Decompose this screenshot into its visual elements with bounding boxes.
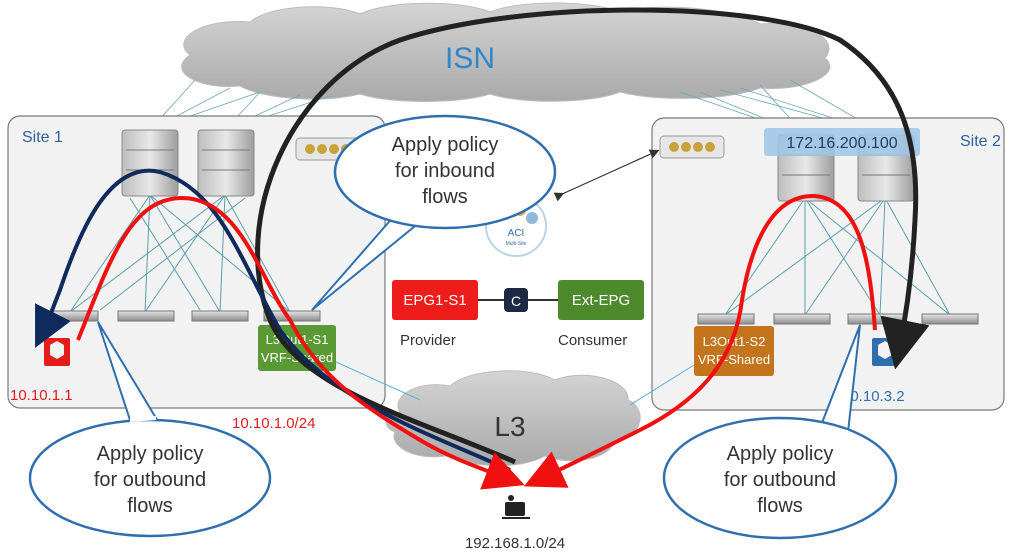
callout-inbound-line1: Apply policy (392, 134, 499, 156)
l3out2-link (629, 364, 695, 406)
callout-outbound-right-line2: for outbound (724, 469, 836, 491)
callout-outbound-left-line3: flows (127, 495, 173, 517)
callout-outbound-right: Apply policy for outbound flows (662, 324, 898, 540)
callout-outbound-left-line1: Apply policy (97, 443, 204, 465)
flow-black-inbound-site2 (255, 7, 930, 465)
consumer-label: Consumer (558, 332, 627, 349)
epg1-s1-box (392, 280, 478, 320)
flow-red-outbound-site1 (76, 195, 525, 490)
site1-spine-switch (197, 129, 255, 197)
callout-inbound-line3: flows (422, 186, 468, 208)
svg-text:ACI: ACI (508, 228, 525, 239)
site2-label: Site 2 (960, 133, 1001, 150)
isn-cloud (181, 2, 831, 102)
callout-outbound-left-line2: for outbound (94, 469, 206, 491)
callout-outbound-left: Apply policy for outbound flows (28, 321, 272, 538)
svg-text:Multi-Site: Multi-Site (506, 241, 527, 247)
callout-inbound: Apply policy for inbound flows (311, 114, 557, 311)
provider-label: Provider (400, 332, 456, 349)
site1-label: Site 1 (22, 129, 63, 146)
vip-address-label: 172.16.200.100 (786, 135, 897, 152)
contract-box (504, 288, 528, 312)
l3out1-s2-vrf-label: VRF-Shared (698, 352, 770, 367)
callout-inbound-line2: for inbound (395, 160, 495, 182)
l3out1-s2-box (694, 326, 774, 376)
ext-epg-box (558, 280, 644, 320)
callout-outbound-right-line1: Apply policy (727, 443, 834, 465)
host1-endpoint-icon (44, 338, 70, 366)
ext-subnet-label: 192.168.1.0/24 (465, 535, 565, 552)
site2-fabric-links (724, 197, 951, 316)
external-client-icon (502, 495, 530, 519)
isn-label: ISN (445, 42, 495, 75)
flow-red-outbound-site2 (523, 193, 877, 488)
vip-address-box (764, 128, 920, 156)
host2-ip-label: 10.10.3.2 (842, 388, 905, 405)
callout-outbound-right-line3: flows (757, 495, 803, 517)
l3-label: L3 (494, 411, 525, 442)
host2-endpoint-icon (872, 338, 898, 366)
contract-label: C (511, 293, 521, 309)
epg1-s1-label: EPG1-S1 (403, 292, 466, 309)
l3out1-link (335, 361, 421, 401)
host1-ip-label: 10.10.1.1 (10, 387, 73, 404)
site2-service-node-icon (659, 135, 725, 159)
subnet1-label: 10.10.1.0/24 (232, 415, 315, 432)
orchestrator-link-arrow (553, 149, 660, 202)
site1-spine-switch (121, 129, 179, 197)
ext-epg-label: Ext-EPG (572, 292, 630, 309)
l3out1-s2-label: L3Out1-S2 (703, 334, 766, 349)
